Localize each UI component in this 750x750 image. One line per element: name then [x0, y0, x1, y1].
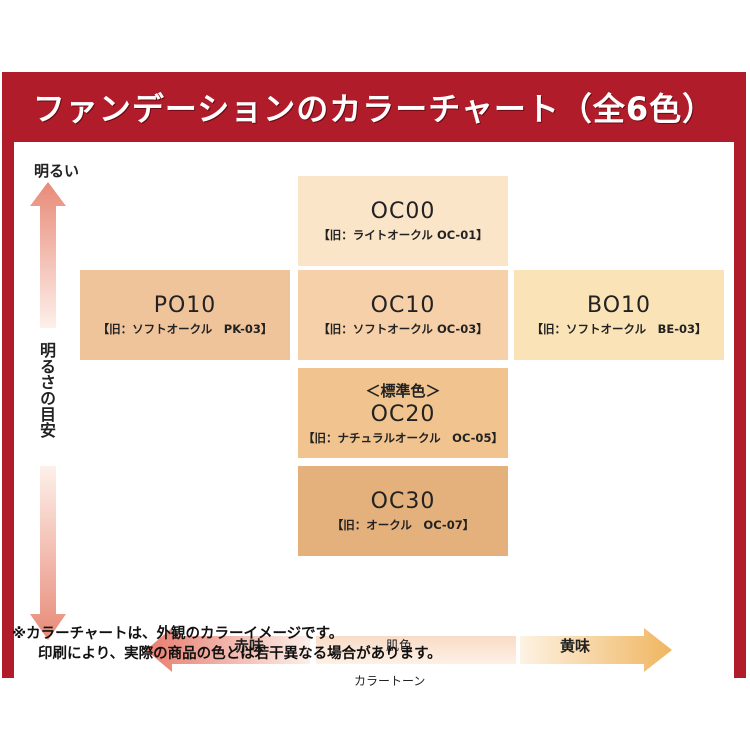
brightness-axis-label: 明るさの目安: [37, 342, 56, 438]
brightness-arrow-up-icon: [30, 182, 66, 328]
swatch-old-name: 【旧：ライトオークル OC-01】: [318, 228, 488, 242]
tone-red-label: 赤味: [234, 637, 265, 655]
swatch-oc00: OC00 【旧：ライトオークル OC-01】: [298, 176, 508, 266]
chart-frame: ファンデーションのカラーチャート（全6色） 明るい 明るさの目安: [2, 72, 746, 688]
swatch-code: OC00: [370, 199, 436, 224]
swatch-code: PO10: [153, 293, 217, 318]
swatch-po10: PO10 【旧：ソフトオークル PK-03】: [80, 270, 290, 360]
swatch-old-name: 【旧：ソフトオークル OC-03】: [318, 322, 488, 336]
note-line-2: 印刷により、実際の商品の色とは若干異なる場合があります。: [38, 646, 442, 662]
swatch-old-name: 【旧：オークル OC-07】: [331, 518, 475, 532]
swatch-code: OC30: [370, 489, 436, 514]
swatch-oc20: ＜標準色＞ OC20 【旧：ナチュラルオークル OC-05】: [298, 368, 508, 458]
swatch-bo10: BO10 【旧：ソフトオークル BE-03】: [514, 270, 724, 360]
chart-title: ファンデーションのカラーチャート（全6色）: [32, 90, 716, 128]
brightness-arrow-down-icon: [30, 466, 66, 640]
swatch-code: OC10: [370, 293, 436, 318]
swatch-old-name: 【旧：ソフトオークル BE-03】: [531, 322, 707, 336]
chart-panel: 明るい 明るさの目安 OC00 【旧：ライトオークル O: [14, 142, 734, 688]
tone-yellow-label: 黄味: [560, 637, 591, 655]
swatch-oc10: OC10 【旧：ソフトオークル OC-03】: [298, 270, 508, 360]
standard-color-label: ＜標準色＞: [365, 382, 441, 400]
color-tone-arrow-icon: [146, 628, 672, 672]
brightness-top-label: 明るい: [34, 162, 80, 180]
swatch-code: BO10: [586, 293, 652, 318]
color-tone-axis-label: カラートーン: [354, 674, 426, 688]
note-line-1: ※カラーチャートは、外観のカラーイメージです。: [12, 626, 344, 642]
swatch-old-name: 【旧：ソフトオークル PK-03】: [97, 322, 273, 336]
swatch-old-name: 【旧：ナチュラルオークル OC-05】: [303, 431, 503, 445]
swatch-code: OC20: [370, 402, 436, 427]
disclaimer-note: ※カラーチャートは、外観のカラーイメージです。 印刷により、実際の商品の色とは若…: [12, 624, 732, 664]
swatch-oc30: OC30 【旧：オークル OC-07】: [298, 466, 508, 556]
tone-skin-label: 肌色: [386, 639, 413, 654]
